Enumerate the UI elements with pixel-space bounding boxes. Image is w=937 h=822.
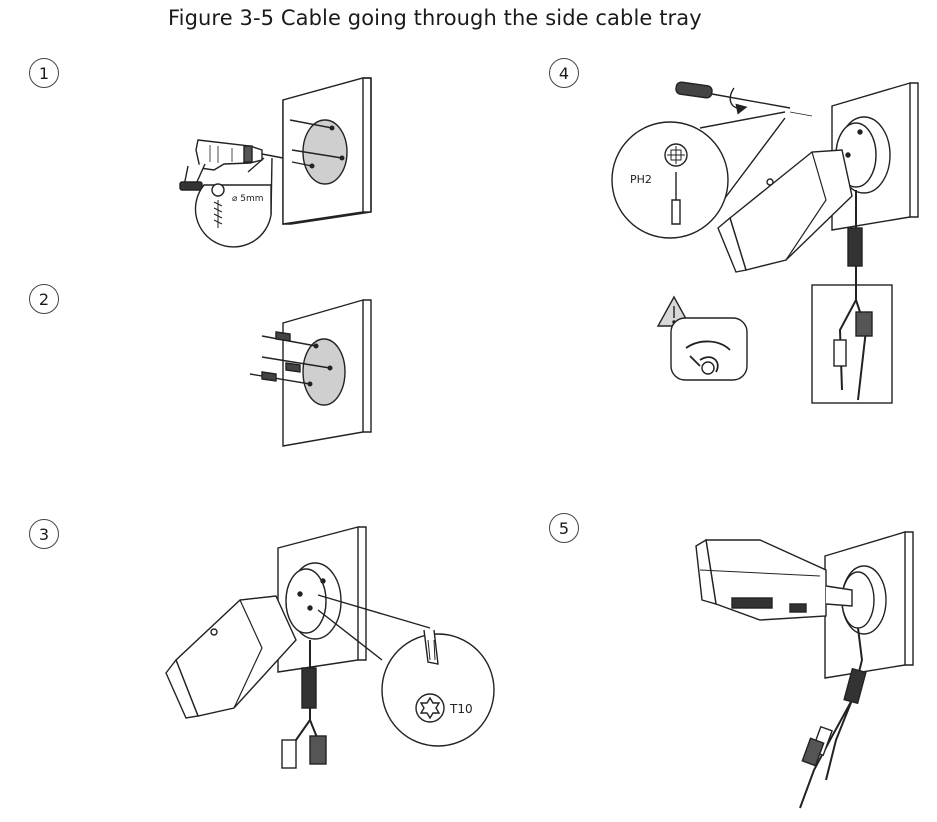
torx-label: T10 — [449, 702, 473, 716]
torx-icon — [419, 696, 441, 720]
step-2-anchors-illustration — [249, 299, 372, 447]
step-1-badge: 1 — [29, 58, 59, 88]
step-3-camera-mount-illustration: T10 — [165, 526, 495, 769]
phillips-callout — [611, 121, 729, 239]
power-drill-icon — [179, 139, 284, 191]
phillips-label: PH2 — [630, 173, 652, 186]
step-3-badge: 3 — [29, 519, 59, 549]
screwdriver-icon — [675, 81, 791, 109]
step-2-badge: 2 — [29, 284, 59, 314]
cable-warning-callout — [670, 317, 748, 381]
drill-size-label: ⌀ 5mm — [232, 194, 264, 204]
torx-callout — [381, 633, 495, 747]
cable-tray-box — [811, 284, 893, 404]
wall-anchor-icon — [249, 331, 331, 385]
step-1-drilling-illustration: ⌀ 5mm — [179, 77, 372, 248]
bullet-camera-icon-step-5 — [695, 538, 853, 621]
step-5-badge: 5 — [549, 513, 579, 543]
drill-bit-callout — [194, 184, 272, 248]
bullet-camera-icon — [165, 595, 297, 719]
step-4-screwing-illustration: PH2 — [611, 81, 919, 404]
figure-title: Figure 3-5 Cable going through the side … — [168, 6, 702, 30]
step-4-badge: 4 — [549, 58, 579, 88]
mounting-template-disc — [302, 119, 348, 185]
step-5-mounted-illustration — [695, 531, 914, 809]
bullet-camera-icon-step-4 — [717, 149, 853, 273]
cable-connector — [301, 667, 317, 709]
